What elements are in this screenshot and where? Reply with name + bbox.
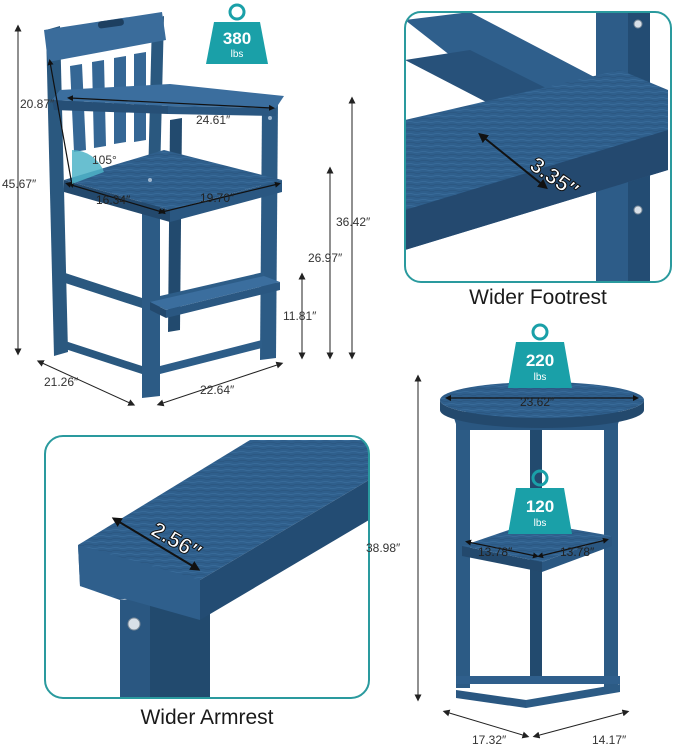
table-top-capacity-unit: lbs [534,372,547,383]
table-base-depth-label: 17.32″ [472,733,507,747]
arm-height-label: 36.42″ [336,215,371,229]
table-dimension-lines [414,374,639,739]
table-dimension-labels: 23.62″ 38.98″ 13.78″ 13.78″ 17.32″ 14.17… [366,395,627,747]
shelf-right-label: 13.78″ [560,545,595,559]
base-depth-label: 21.26″ [44,375,79,389]
footrest-height-label: 11.81″ [283,309,317,323]
table-base-width-label: 14.17″ [592,733,627,747]
table-shelf-weight-badge: 120 lbs [508,469,572,534]
arm-span-label: 24.61″ [196,113,231,127]
bar-chair [44,12,284,398]
backrest-height-label: 20.87″ [20,97,55,111]
table-height-label: 38.98″ [366,541,401,555]
base-width-label: 22.64″ [200,383,235,397]
shelf-left-label: 13.78″ [478,545,513,559]
chair-capacity-value: 380 [223,29,251,48]
footrest-detail-panel: 3.35″ [404,11,672,283]
total-height-label: 45.67″ [2,177,37,191]
armrest-caption: Wider Armrest [140,706,274,729]
chair-weight-badge: 380 lbs [206,3,268,64]
table-shelf-capacity-value: 120 [526,497,554,516]
table-top-capacity-value: 220 [526,351,554,370]
recline-angle-label: 105° [92,153,117,167]
seat-height-label: 26.97″ [308,251,343,265]
chair-dimension-labels: 45.67″ 20.87″ 24.61″ 105° 16.34″ 19.70″ … [2,97,371,397]
side-table [440,382,644,708]
table-shelf-capacity-unit: lbs [534,518,547,529]
table-top-weight-badge: 220 lbs [508,323,572,388]
seat-depth-label: 16.34″ [96,193,131,207]
armrest-detail-panel: 2.56″ [44,435,370,699]
seat-width-label: 19.70″ [200,191,235,205]
footrest-caption: Wider Footrest [469,286,607,309]
chair-capacity-unit: lbs [231,49,244,60]
chair-dimension-lines [14,24,356,407]
top-diameter-label: 23.62″ [520,395,555,409]
